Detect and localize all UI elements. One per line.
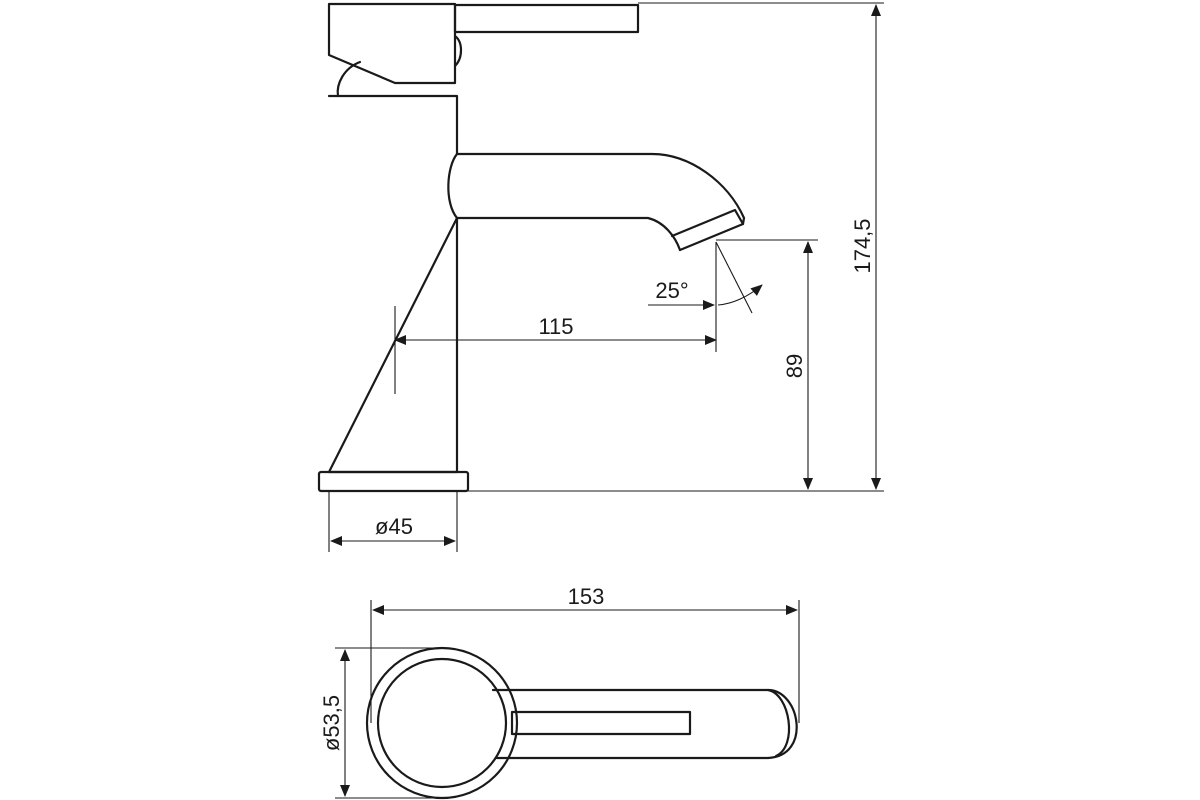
body-diameter-label: ø53,5: [319, 695, 344, 751]
lever-top-outline: [491, 688, 798, 760]
top-view: [365, 646, 798, 800]
handle-lever: [453, 3, 640, 34]
length-label: 153: [568, 584, 605, 609]
side-view: [317, 2, 746, 493]
tap-body: [327, 94, 459, 474]
total-height-label: 174,5: [850, 218, 875, 273]
body-inner-circle: [376, 657, 508, 789]
handle-block: [327, 2, 457, 85]
spout-top: [455, 152, 746, 226]
lever-top-inner: [766, 688, 791, 758]
handle-pivot: [453, 34, 463, 68]
reach-label: 115: [538, 314, 573, 339]
angle-arc: [717, 284, 763, 306]
spout-height-label: 89: [782, 354, 807, 378]
handle-neck: [336, 60, 362, 98]
top-view-dimensions: 153 ø53,5: [319, 584, 800, 799]
spout-outlet: [670, 208, 745, 252]
spout-bottom: [455, 216, 682, 252]
lever-slot: [510, 710, 692, 736]
side-view-dimensions: 115 25° 89 174,5 ø45: [328, 2, 884, 552]
body-outer-circle: [365, 646, 519, 800]
angle-label: 25°: [655, 278, 688, 303]
base-diameter-label: ø45: [375, 514, 413, 539]
tap-base: [317, 470, 470, 493]
spout: [447, 152, 459, 220]
